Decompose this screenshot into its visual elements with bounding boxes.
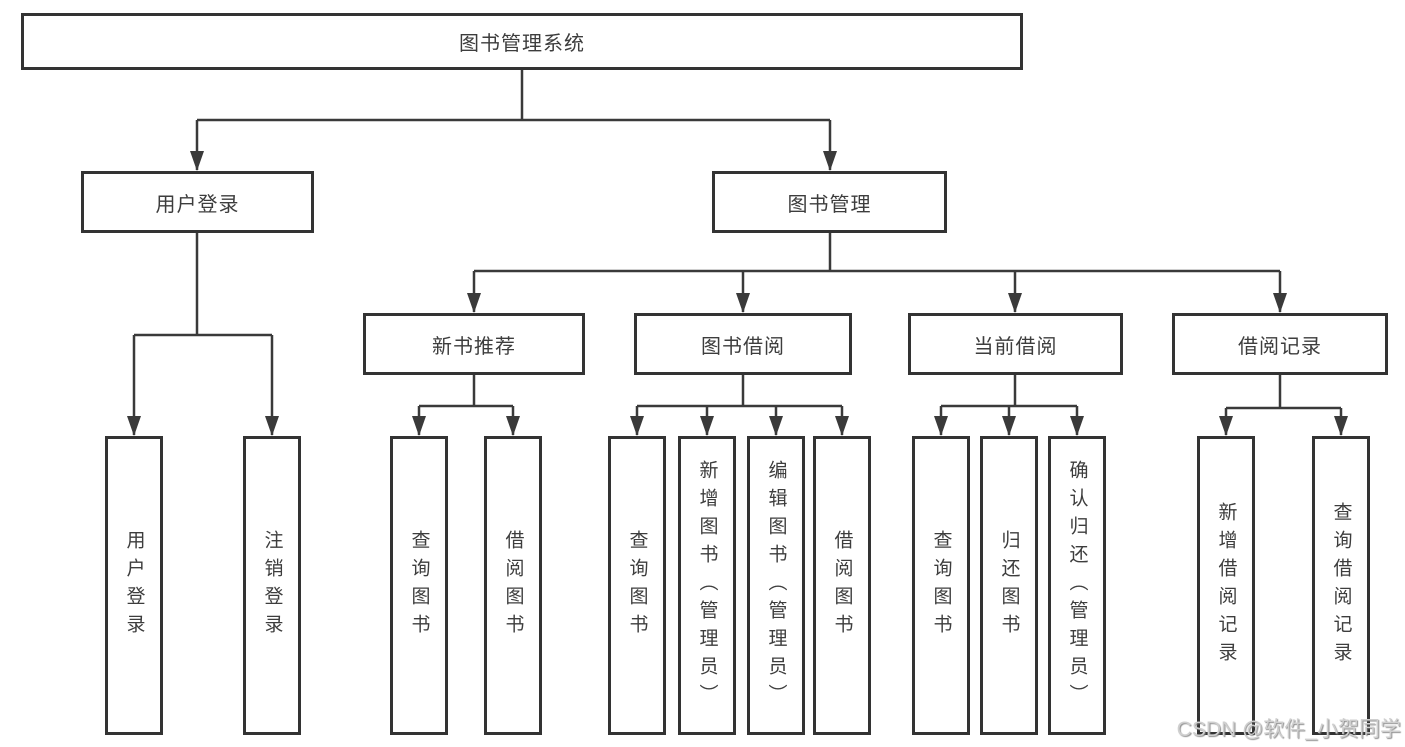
leaf-edit-books-admin: 编辑图书（管理员）	[747, 436, 805, 735]
leaf-query-books-current-label: 查询图书	[930, 529, 952, 642]
leaf-query-books-borrowing: 查询图书	[608, 436, 666, 735]
leaf-add-books-admin: 新增图书（管理员）	[678, 436, 736, 735]
leaf-borrow-books-borrowing-label: 借阅图书	[831, 529, 853, 642]
leaf-confirm-return-admin-label: 确认归还（管理员）	[1066, 459, 1088, 712]
node-user-login-branch-label: 用户登录	[155, 193, 240, 216]
node-user-login-branch: 用户登录	[81, 171, 314, 233]
leaf-logout-label: 注销登录	[261, 529, 283, 642]
leaf-confirm-return-admin: 确认归还（管理员）	[1048, 436, 1106, 735]
leaf-query-borrow-record: 查询借阅记录	[1312, 436, 1370, 735]
leaf-add-borrow-record-label: 新增借阅记录	[1215, 501, 1237, 670]
node-borrowing-records-label: 借阅记录	[1238, 335, 1322, 358]
leaf-edit-books-admin-label: 编辑图书（管理员）	[765, 459, 787, 712]
leaf-query-books-recommend: 查询图书	[390, 436, 448, 735]
node-book-management-branch-label: 图书管理	[787, 193, 872, 216]
leaf-borrow-books-borrowing: 借阅图书	[813, 436, 871, 735]
leaf-borrow-books-recommend: 借阅图书	[484, 436, 542, 735]
leaf-user-login: 用户登录	[105, 436, 163, 735]
node-current-borrowing-label: 当前借阅	[973, 335, 1058, 358]
node-new-book-recommend-label: 新书推荐	[432, 335, 516, 358]
leaf-logout: 注销登录	[243, 436, 301, 735]
node-book-borrowing: 图书借阅	[634, 313, 852, 375]
node-new-book-recommend: 新书推荐	[363, 313, 585, 375]
leaf-return-books-label: 归还图书	[998, 529, 1020, 642]
node-book-management-branch: 图书管理	[712, 171, 947, 233]
node-system-root: 图书管理系统	[21, 13, 1023, 70]
leaf-query-borrow-record-label: 查询借阅记录	[1330, 501, 1352, 670]
node-borrowing-records: 借阅记录	[1172, 313, 1388, 375]
leaf-borrow-books-recommend-label: 借阅图书	[502, 529, 524, 642]
node-current-borrowing: 当前借阅	[908, 313, 1123, 375]
leaf-query-books-borrowing-label: 查询图书	[626, 529, 648, 642]
leaf-add-borrow-record: 新增借阅记录	[1197, 436, 1255, 735]
leaf-query-books-current: 查询图书	[912, 436, 970, 735]
leaf-return-books: 归还图书	[980, 436, 1038, 735]
leaf-query-books-recommend-label: 查询图书	[408, 529, 430, 642]
node-book-borrowing-label: 图书借阅	[701, 335, 785, 358]
leaf-user-login-label: 用户登录	[123, 529, 145, 642]
leaf-add-books-admin-label: 新增图书（管理员）	[696, 459, 718, 712]
node-system-root-label: 图书管理系统	[459, 33, 585, 55]
watermark: CSDN @软件_小贺同学	[1176, 718, 1401, 741]
